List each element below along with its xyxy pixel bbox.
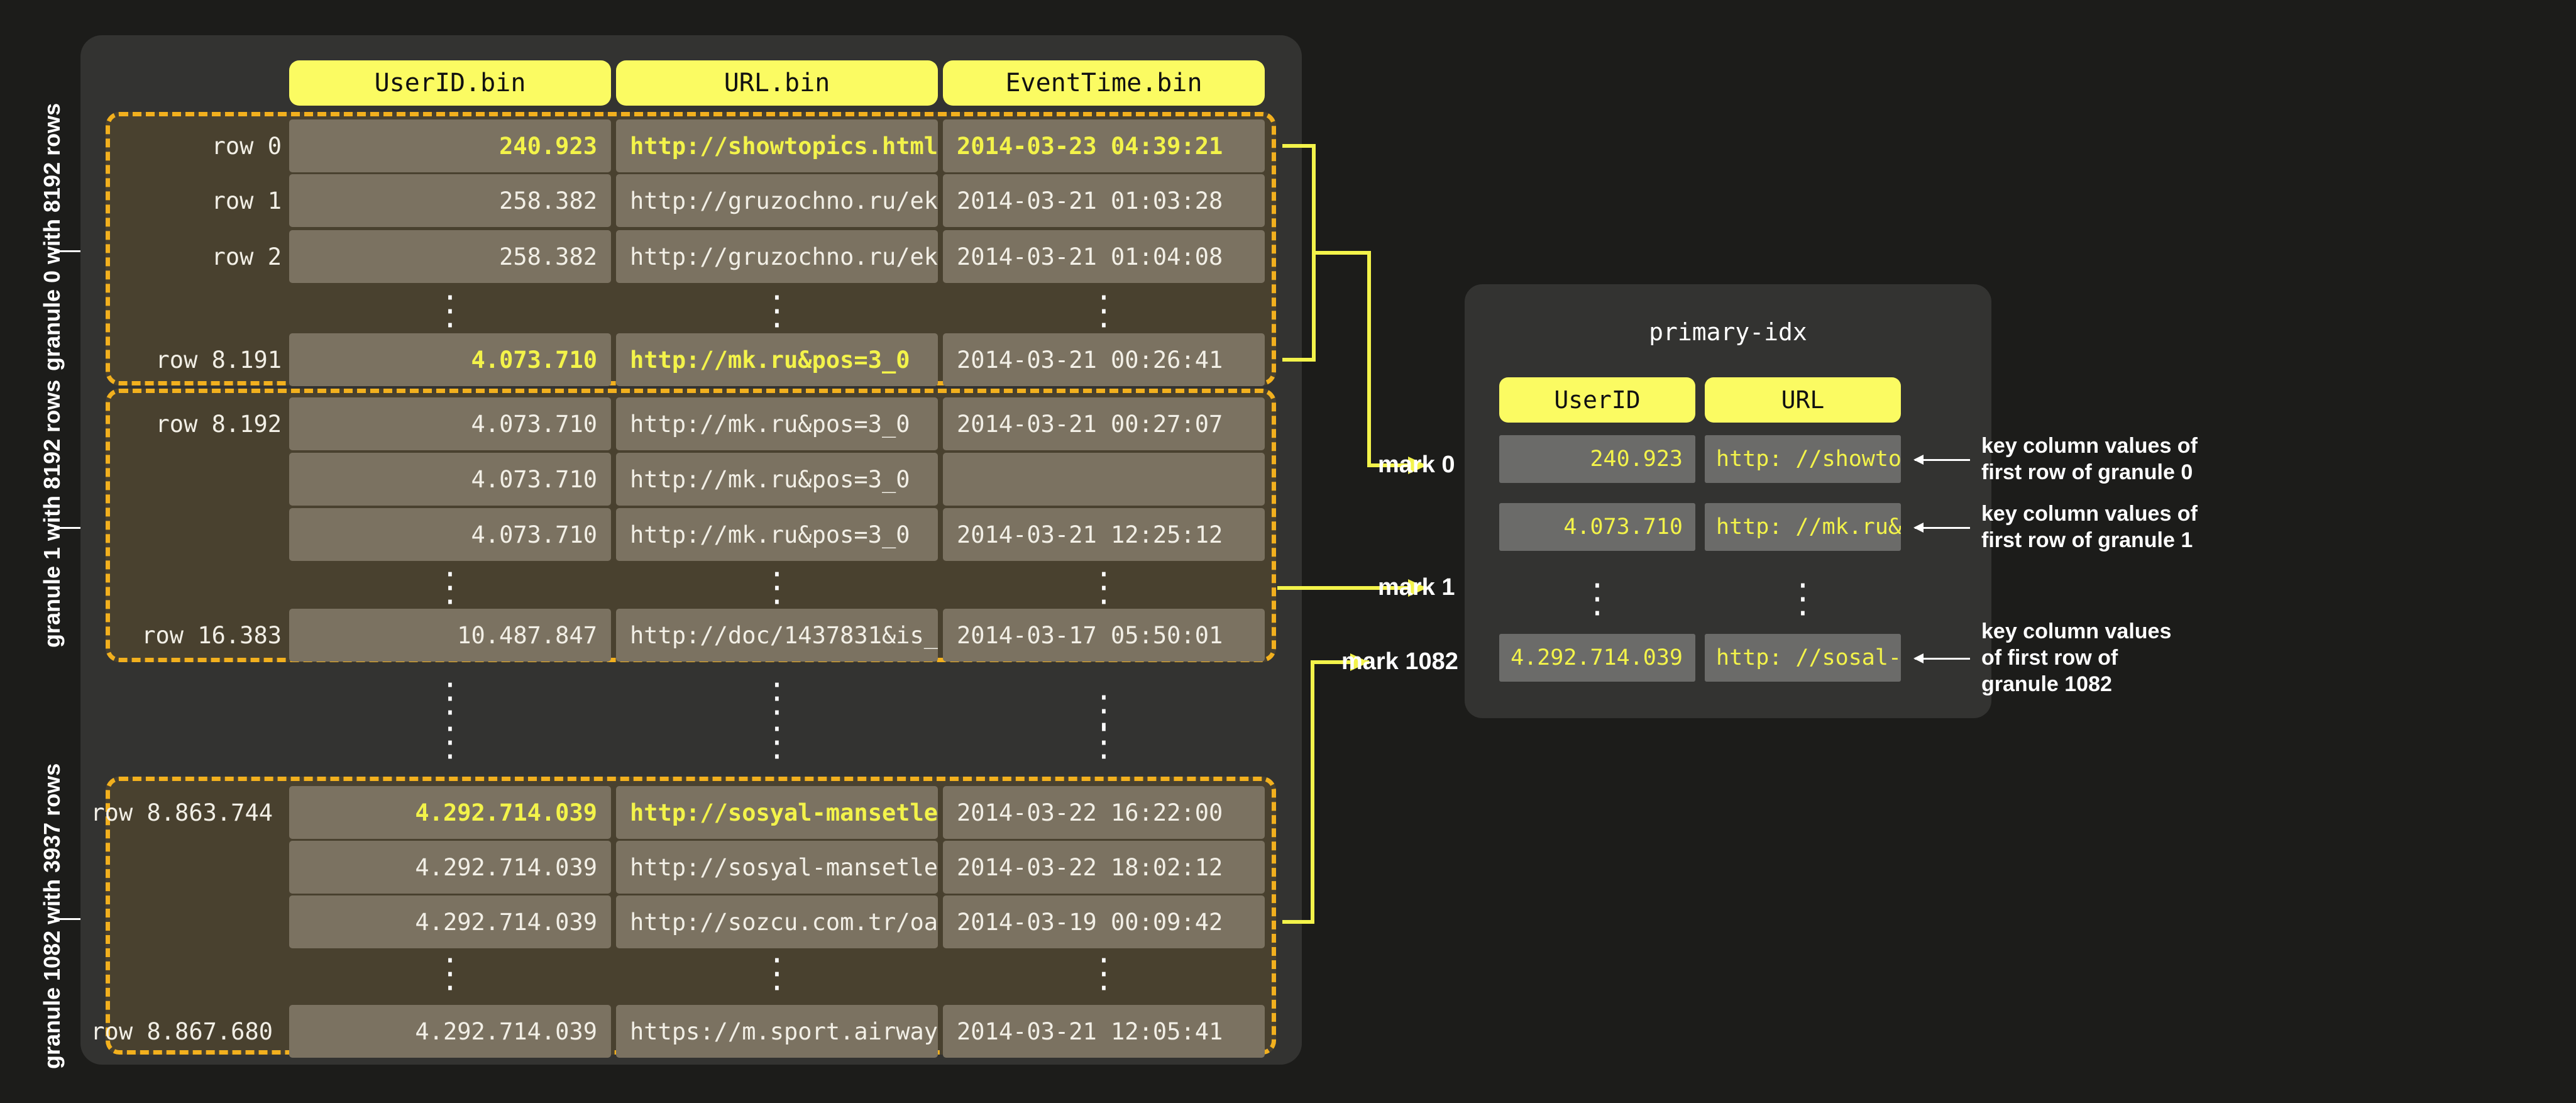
cell-url: http://mk.ru&pos=3_0 <box>616 333 938 386</box>
cell-userid: 4.292.714.039 <box>289 895 611 948</box>
ellipsis-icon: ··· <box>1588 568 1606 630</box>
cell-eventtime: 2014-03-23 04:39:21 <box>943 119 1265 172</box>
cell-eventtime: 2014-03-21 01:04:08 <box>943 230 1265 283</box>
annotation-granule-1082: key column values of first row of granul… <box>1981 619 2172 696</box>
idx-cell-url: http: //showtopics.html%3... <box>1705 435 1901 483</box>
idx-cell-url: http: //mk.ru&pos=3_0 <box>1705 503 1901 551</box>
row-label: row 16.383 <box>141 621 282 649</box>
granule-0-caption: granule 0 with 8192 rows <box>39 103 65 371</box>
ellipsis-icon: ··· <box>1794 568 1812 630</box>
cell-eventtime: 2014-03-17 05:50:01 <box>943 609 1265 662</box>
cell-userid: 258.382 <box>289 230 611 283</box>
primary-index-title: primary-idx <box>1649 318 1807 346</box>
ellipsis-icon: ··· <box>1095 557 1113 619</box>
mark-label-1: mark 1 <box>1378 574 1455 601</box>
cell-userid: 4.073.710 <box>289 453 611 506</box>
ellipsis-icon: ··· <box>441 557 459 619</box>
cell-url: http://mk.ru&pos=3_0 <box>616 453 938 506</box>
ellipsis-icon: ··· <box>441 280 459 342</box>
cell-url: http://sosyal-mansetleri... <box>616 786 938 839</box>
row-label: row 1 <box>211 187 282 214</box>
cell-userid: 10.487.847 <box>289 609 611 662</box>
cell-eventtime: 2014-03-19 00:09:42 <box>943 895 1265 948</box>
cell-eventtime: 2014-03-22 18:02:12 <box>943 841 1265 894</box>
ellipsis-icon: ··· <box>441 712 459 773</box>
cell-eventtime: 2014-03-21 00:26:41 <box>943 333 1265 386</box>
ellipsis-icon: ··· <box>1095 943 1113 1005</box>
ellipsis-icon: ··· <box>768 943 786 1005</box>
cell-url: http://gruzochno.ru/ekat... <box>616 230 938 283</box>
cell-userid: 4.073.710 <box>289 508 611 561</box>
row-label: row 0 <box>211 132 282 160</box>
cell-url: http://sozcu.com.tr/oaut <box>616 895 938 948</box>
ellipsis-icon: ··· <box>441 943 459 1005</box>
cell-eventtime: 2014-03-21 00:27:07 <box>943 397 1265 450</box>
cell-url: http://sosyal-mansetleri... <box>616 841 938 894</box>
column-header-eventtime-bin: EventTime.bin <box>943 60 1265 106</box>
ellipsis-icon: ··· <box>768 712 786 773</box>
cell-userid: 4.292.714.039 <box>289 841 611 894</box>
cell-eventtime: 2014-03-21 12:05:41 <box>943 1005 1265 1058</box>
mark-label-0: mark 0 <box>1378 452 1455 478</box>
cell-userid: 4.292.714.039 <box>289 1005 611 1058</box>
row-label: row 8.192 <box>155 410 282 438</box>
column-header-userid-bin: UserID.bin <box>289 60 611 106</box>
granule-1-caption: granule 1 with 8192 rows <box>39 379 65 648</box>
row-label: row 8.867.680 <box>91 1017 273 1045</box>
ellipsis-icon: ··· <box>1095 280 1113 342</box>
idx-cell-userid: 240.923 <box>1499 435 1695 483</box>
cell-userid: 4.292.714.039 <box>289 786 611 839</box>
annotation-granule-0: key column values of first row of granul… <box>1981 434 2198 484</box>
idx-cell-url: http: //sosal-mansetleri... <box>1705 634 1901 682</box>
row-label: row 2 <box>211 243 282 270</box>
idx-column-header-userid: UserID <box>1499 377 1695 423</box>
idx-column-header-url: URL <box>1705 377 1901 423</box>
ellipsis-icon: ··· <box>1095 712 1113 773</box>
annotation-arrow-granule-1 <box>1913 523 1970 533</box>
cell-url: http://mk.ru&pos=3_0 <box>616 397 938 450</box>
cell-eventtime: 2014-03-22 16:22:00 <box>943 786 1265 839</box>
cell-userid: 258.382 <box>289 174 611 227</box>
row-label: row 8.863.744 <box>91 799 273 826</box>
cell-url: http://doc/1437831&is_mo... <box>616 609 938 662</box>
cell-userid: 240.923 <box>289 119 611 172</box>
ellipsis-icon: ··· <box>768 557 786 619</box>
granule-1082-caption: granule 1082 with 3937 rows <box>39 763 65 1069</box>
cell-eventtime: 2014-03-21 12:25:12 <box>943 508 1265 561</box>
mark-label-1082: mark 1082 <box>1341 648 1458 675</box>
annotation-arrow-granule-1082 <box>1913 653 1970 663</box>
cell-url: http://mk.ru&pos=3_0 <box>616 508 938 561</box>
cell-url: http://gruzochno.ru/ekat... <box>616 174 938 227</box>
cell-url: https://m.sport.airway/? <box>616 1005 938 1058</box>
annotation-arrow-granule-0 <box>1913 455 1970 465</box>
cell-userid: 4.073.710 <box>289 333 611 386</box>
cell-url: http://showtopics.html%3... <box>616 119 938 172</box>
idx-cell-userid: 4.292.714.039 <box>1499 634 1695 682</box>
idx-cell-userid: 4.073.710 <box>1499 503 1695 551</box>
ellipsis-icon: ··· <box>768 280 786 342</box>
cell-eventtime <box>943 453 1265 506</box>
row-label: row 8.191 <box>155 346 282 374</box>
annotation-granule-1: key column values of first row of granul… <box>1981 502 2198 552</box>
cell-userid: 4.073.710 <box>289 397 611 450</box>
column-header-url-bin: URL.bin <box>616 60 938 106</box>
cell-eventtime: 2014-03-21 01:03:28 <box>943 174 1265 227</box>
